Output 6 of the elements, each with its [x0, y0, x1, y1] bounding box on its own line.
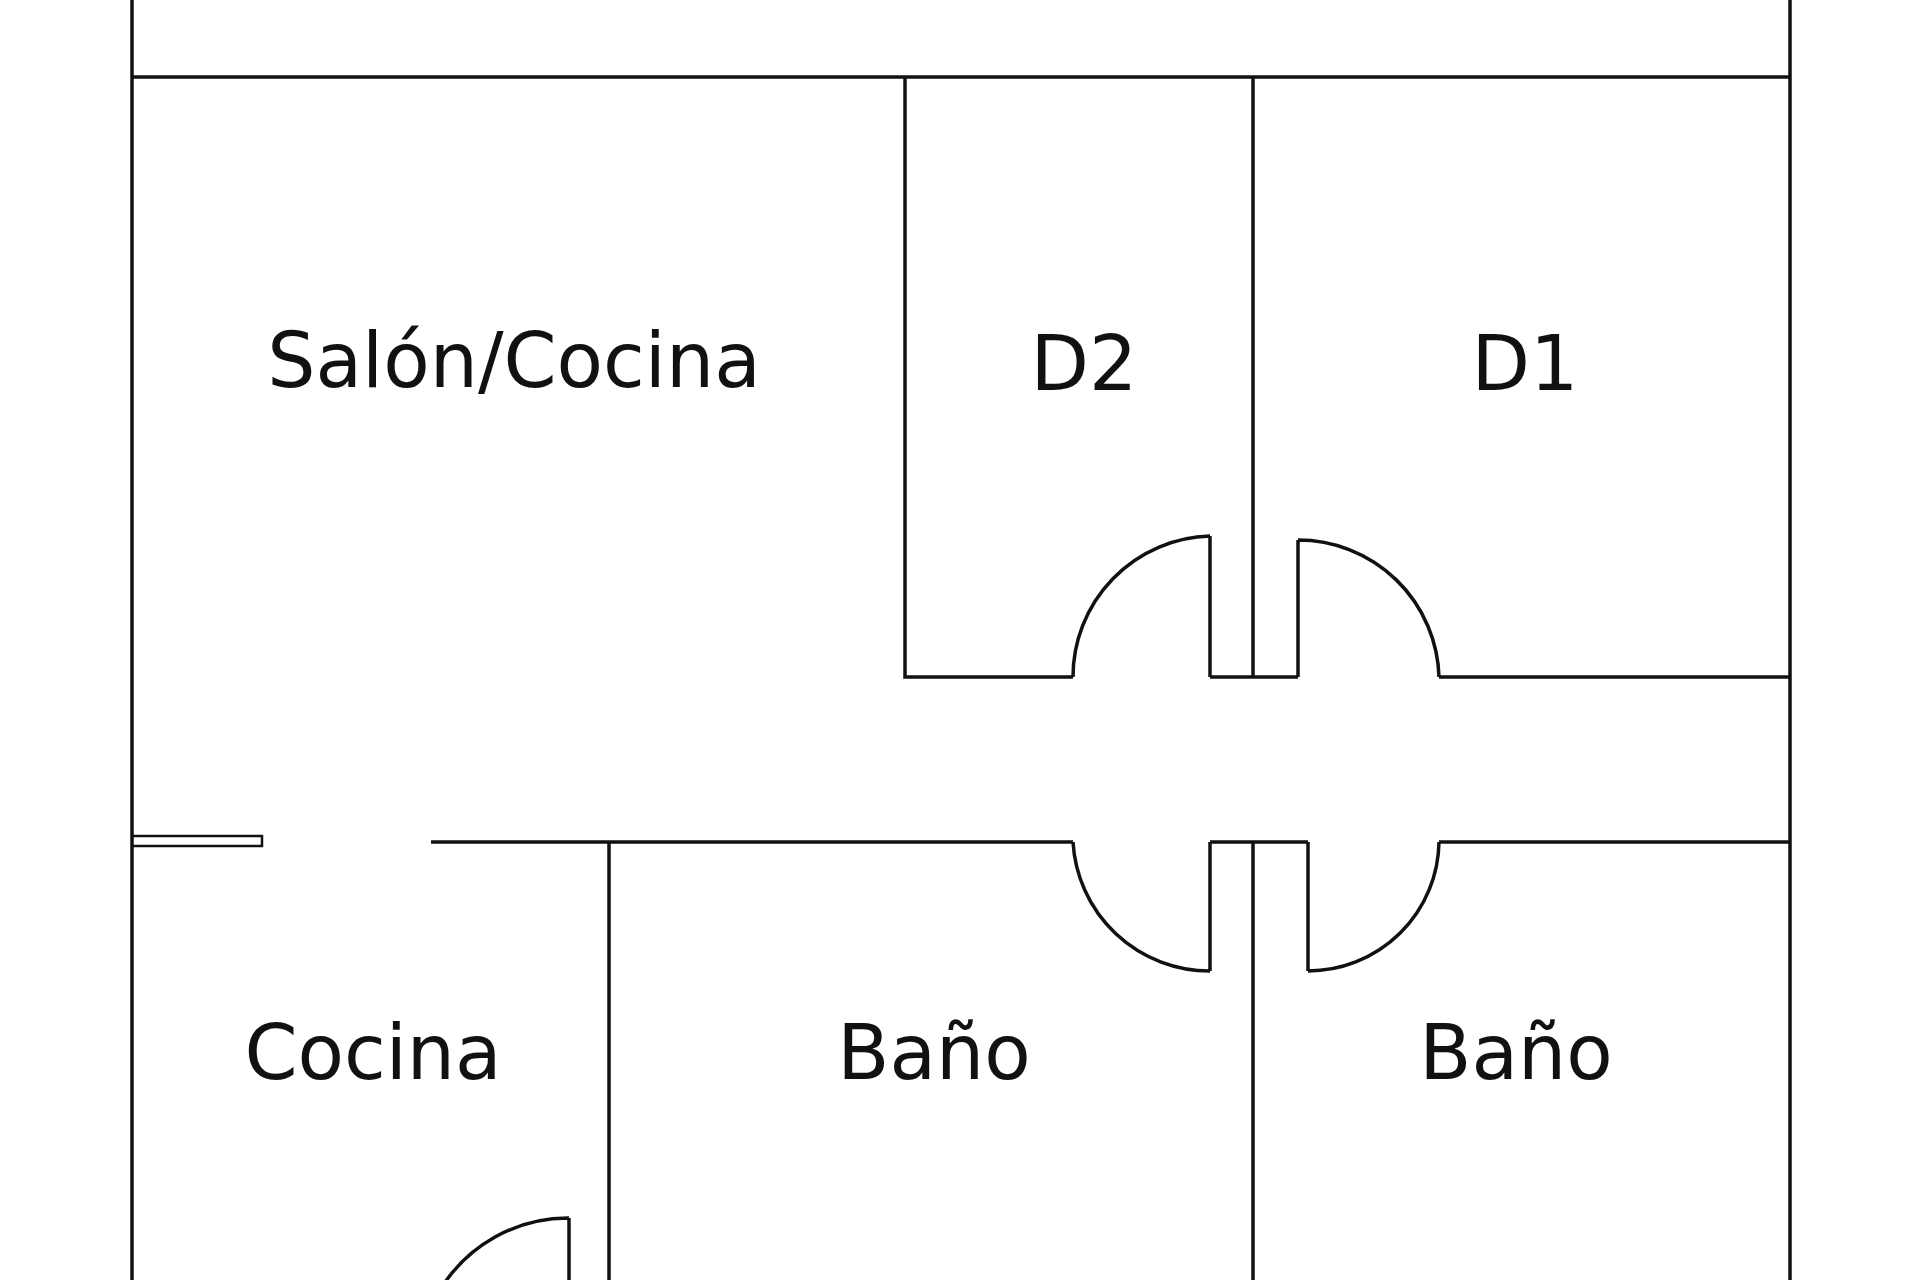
room-label: D1 — [1471, 326, 1579, 402]
room-label: Cocina — [244, 1015, 502, 1091]
room-label: D2 — [1030, 326, 1138, 402]
room-label: Baño — [1419, 1015, 1613, 1091]
room-label: Salón/Cocina — [267, 323, 761, 399]
room-label: Baño — [837, 1015, 1031, 1091]
